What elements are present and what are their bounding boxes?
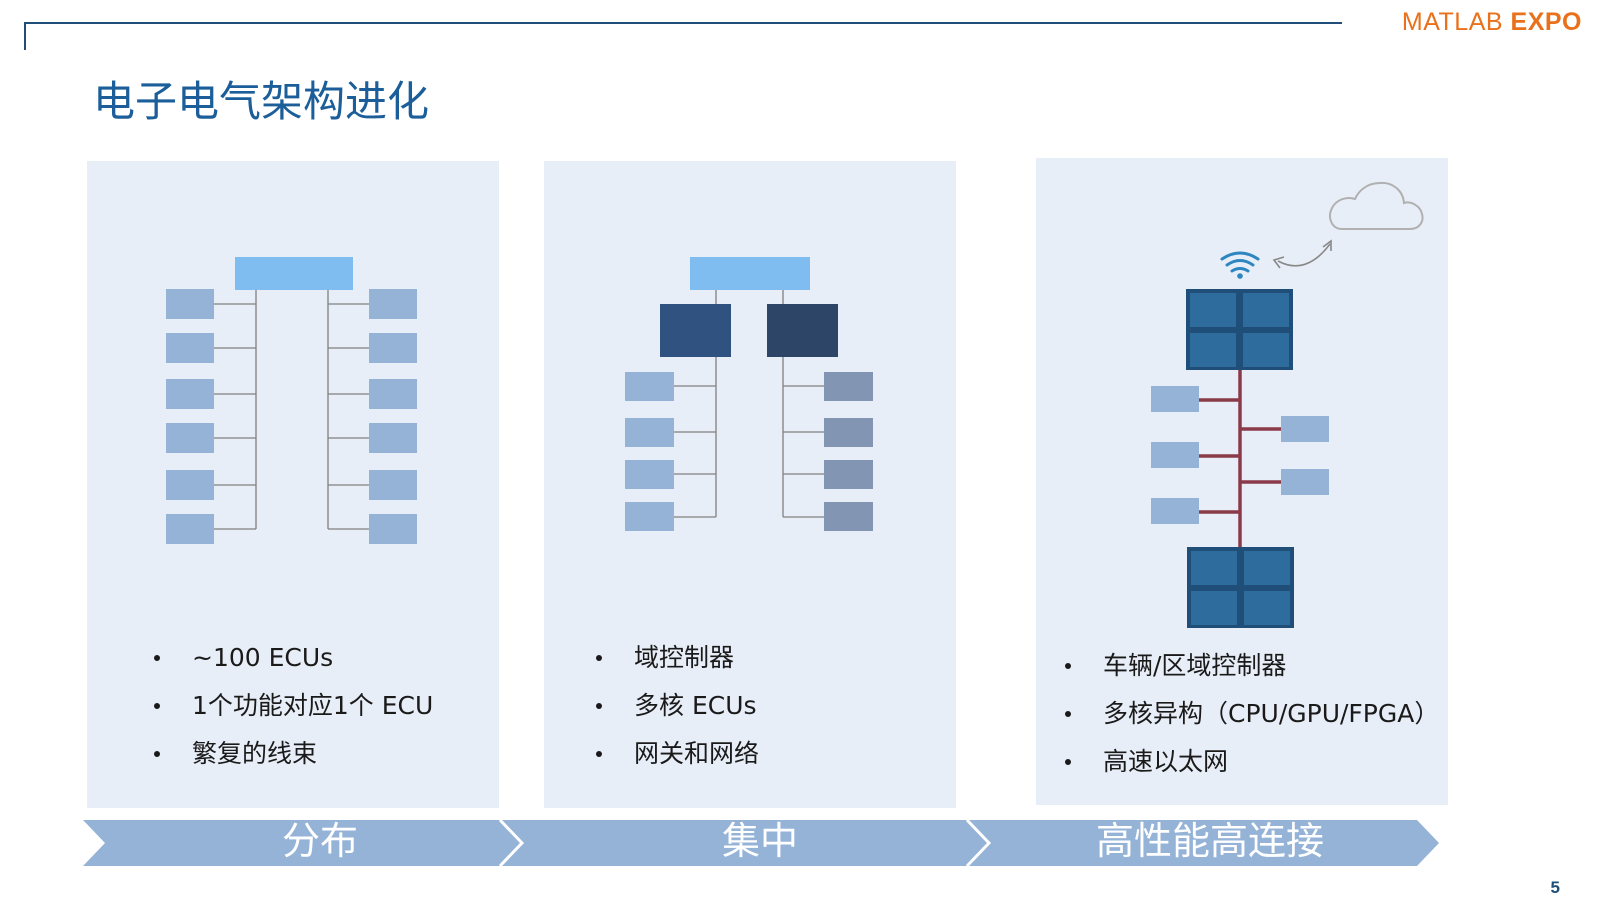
left-domain-ecus (625, 372, 674, 531)
stage-label-high-performance: 高性能高连接 (1095, 819, 1324, 863)
list-item: 高速以太网 (1065, 746, 1439, 794)
list-item: 多核 ECUs (596, 690, 759, 738)
page-title: 电子电气架构进化 (93, 77, 430, 126)
bullets-distributed: ~100 ECUs 1个功能对应1个 ECU 繁复的线束 (154, 642, 433, 786)
diagram-distributed (166, 257, 417, 544)
wifi-icon (1220, 251, 1260, 279)
bidirectional-arrow-icon (1272, 239, 1332, 269)
list-item: 车辆/区域控制器 (1065, 650, 1439, 698)
list-item: 繁复的线束 (154, 738, 433, 786)
ethernet-bus (1199, 370, 1281, 547)
page-number: 5 (1550, 878, 1560, 897)
left-ecu-connectors (214, 303, 256, 530)
list-item: ~100 ECUs (154, 642, 433, 690)
right-ecu-connectors (328, 303, 369, 530)
domain-controller-box-1 (660, 304, 731, 357)
right-ecu-boxes (369, 289, 417, 544)
stage-arrows (83, 818, 1439, 868)
frame-left-line (24, 22, 26, 50)
bullets-centralized: 域控制器 多核 ECUs 网关和网络 (596, 642, 759, 786)
stage-arrow-2 (500, 820, 989, 866)
right-domain-ecus (824, 372, 873, 531)
stage-label-centralized: 集中 (721, 819, 798, 863)
bullets-high-performance: 车辆/区域控制器 多核异构（CPU/GPU/FPGA） 高速以太网 (1065, 650, 1439, 794)
left-ecu-boxes (166, 289, 214, 544)
frame-top-line (24, 22, 1342, 24)
left-domain-connectors (674, 385, 716, 518)
domain-controller-box-2 (767, 304, 838, 357)
matlab-expo-logo: MATLAB EXPO (1402, 8, 1582, 37)
list-item: 多核异构（CPU/GPU/FPGA） (1065, 698, 1439, 746)
vehicle-controller-lower (1187, 547, 1294, 628)
diagram-high-performance (1151, 181, 1424, 628)
vehicle-controller-upper (1186, 289, 1293, 370)
right-domain-connectors (783, 385, 824, 518)
zone-ecus (1151, 386, 1329, 524)
brand-part1: MATLAB (1401, 8, 1511, 36)
list-item: 域控制器 (596, 642, 759, 690)
central-gateway-box (235, 257, 353, 290)
stage-label-distributed: 分布 (281, 819, 358, 863)
list-item: 网关和网络 (596, 738, 759, 786)
diagram-centralized (625, 257, 873, 531)
cloud-icon (1329, 181, 1424, 230)
stage-arrow-1 (83, 820, 522, 866)
list-item: 1个功能对应1个 ECU (154, 690, 433, 738)
stage-arrow-3 (967, 820, 1439, 866)
gateway-box (690, 257, 810, 290)
brand-part2: EXPO (1510, 8, 1582, 36)
